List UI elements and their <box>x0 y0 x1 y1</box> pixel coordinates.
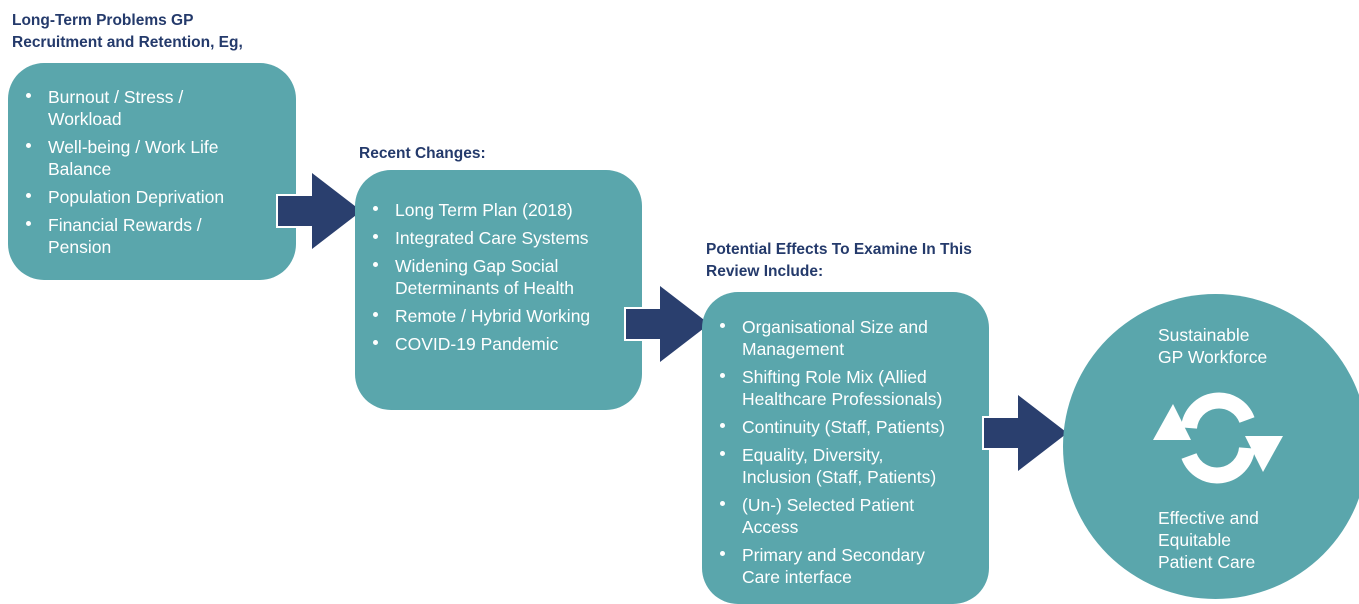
stage3-heading-line1: Potential Effects To Examine In This <box>706 241 972 258</box>
list-item-line1: Shifting Role Mix (Allied <box>742 367 927 387</box>
list-item-line1: Widening Gap Social <box>395 256 559 276</box>
list-item: COVID-19 Pandemic <box>355 333 642 355</box>
list-item-line2: Care interface <box>742 567 852 587</box>
list-item-line1: Well-being / Work Life <box>48 137 219 157</box>
stage2-heading: Recent Changes: <box>359 145 486 162</box>
list-item-line1: Remote / Hybrid Working <box>395 306 591 326</box>
list-item: Continuity (Staff, Patients) <box>702 416 989 438</box>
list-item-line1: COVID-19 Pandemic <box>395 334 559 354</box>
stage3-heading-line2: Review Include: <box>706 263 824 280</box>
list-item-line2: Access <box>742 517 799 537</box>
list-item: Population Deprivation <box>8 186 296 208</box>
list-item-line1: Long Term Plan (2018) <box>395 200 573 220</box>
outcome-bottom-line3: Patient Care <box>1158 552 1256 572</box>
list-item-line2: Determinants of Health <box>395 278 574 298</box>
list-item: Financial Rewards /Pension <box>8 214 296 258</box>
list-item-line2: Inclusion (Staff, Patients) <box>742 467 937 487</box>
list-item: Integrated Care Systems <box>355 227 642 249</box>
list-item-line1: Population Deprivation <box>48 187 225 207</box>
list-item: Equality, Diversity,Inclusion (Staff, Pa… <box>702 444 989 488</box>
list-item: Long Term Plan (2018) <box>355 199 642 221</box>
outcome-bottom-label: Effective and Equitable Patient Care <box>1158 507 1259 573</box>
arrow-right-icon <box>276 170 365 252</box>
cycle-arrows-icon <box>1153 392 1283 484</box>
stage1-box: Burnout / Stress /Workload Well-being / … <box>8 63 296 280</box>
list-item-line1: Continuity (Staff, Patients) <box>742 417 945 437</box>
list-item-line1: Financial Rewards / <box>48 215 202 235</box>
stage1-list: Burnout / Stress /Workload Well-being / … <box>8 86 296 258</box>
list-item-line1: Primary and Secondary <box>742 545 925 565</box>
outcome-bottom-line1: Effective and <box>1158 508 1259 528</box>
stage3-heading: Potential Effects To Examine In This Rev… <box>706 239 972 283</box>
stage2-box: Long Term Plan (2018) Integrated Care Sy… <box>355 170 642 410</box>
list-item-line1: Integrated Care Systems <box>395 228 589 248</box>
list-item-line1: (Un-) Selected Patient <box>742 495 915 515</box>
stage2-list: Long Term Plan (2018) Integrated Care Sy… <box>355 199 642 355</box>
stage1-heading: Long-Term Problems GP Recruitment and Re… <box>12 10 243 54</box>
list-item-line1: Burnout / Stress / <box>48 87 184 107</box>
stage1-heading-line1: Long-Term Problems GP <box>12 12 194 29</box>
outcome-top-line1: Sustainable <box>1158 325 1250 345</box>
outcome-bottom-line2: Equitable <box>1158 530 1231 550</box>
list-item-line2: Balance <box>48 159 112 179</box>
stage1-heading-line2: Recruitment and Retention, Eg, <box>12 34 243 51</box>
list-item: Burnout / Stress /Workload <box>8 86 296 130</box>
list-item-line2: Healthcare Professionals) <box>742 389 943 409</box>
list-item-line1: Organisational Size and <box>742 317 928 337</box>
list-item-line1: Equality, Diversity, <box>742 445 884 465</box>
outcome-top-label: Sustainable GP Workforce <box>1158 324 1267 368</box>
arrow-right-icon <box>982 392 1071 474</box>
list-item: Remote / Hybrid Working <box>355 305 642 327</box>
list-item-line2: Workload <box>48 109 122 129</box>
list-item-line2: Pension <box>48 237 112 257</box>
outcome-top-line2: GP Workforce <box>1158 347 1268 367</box>
list-item-line2: Management <box>742 339 845 359</box>
arrow-right-icon <box>624 283 713 365</box>
outcome-circle <box>1063 294 1359 599</box>
